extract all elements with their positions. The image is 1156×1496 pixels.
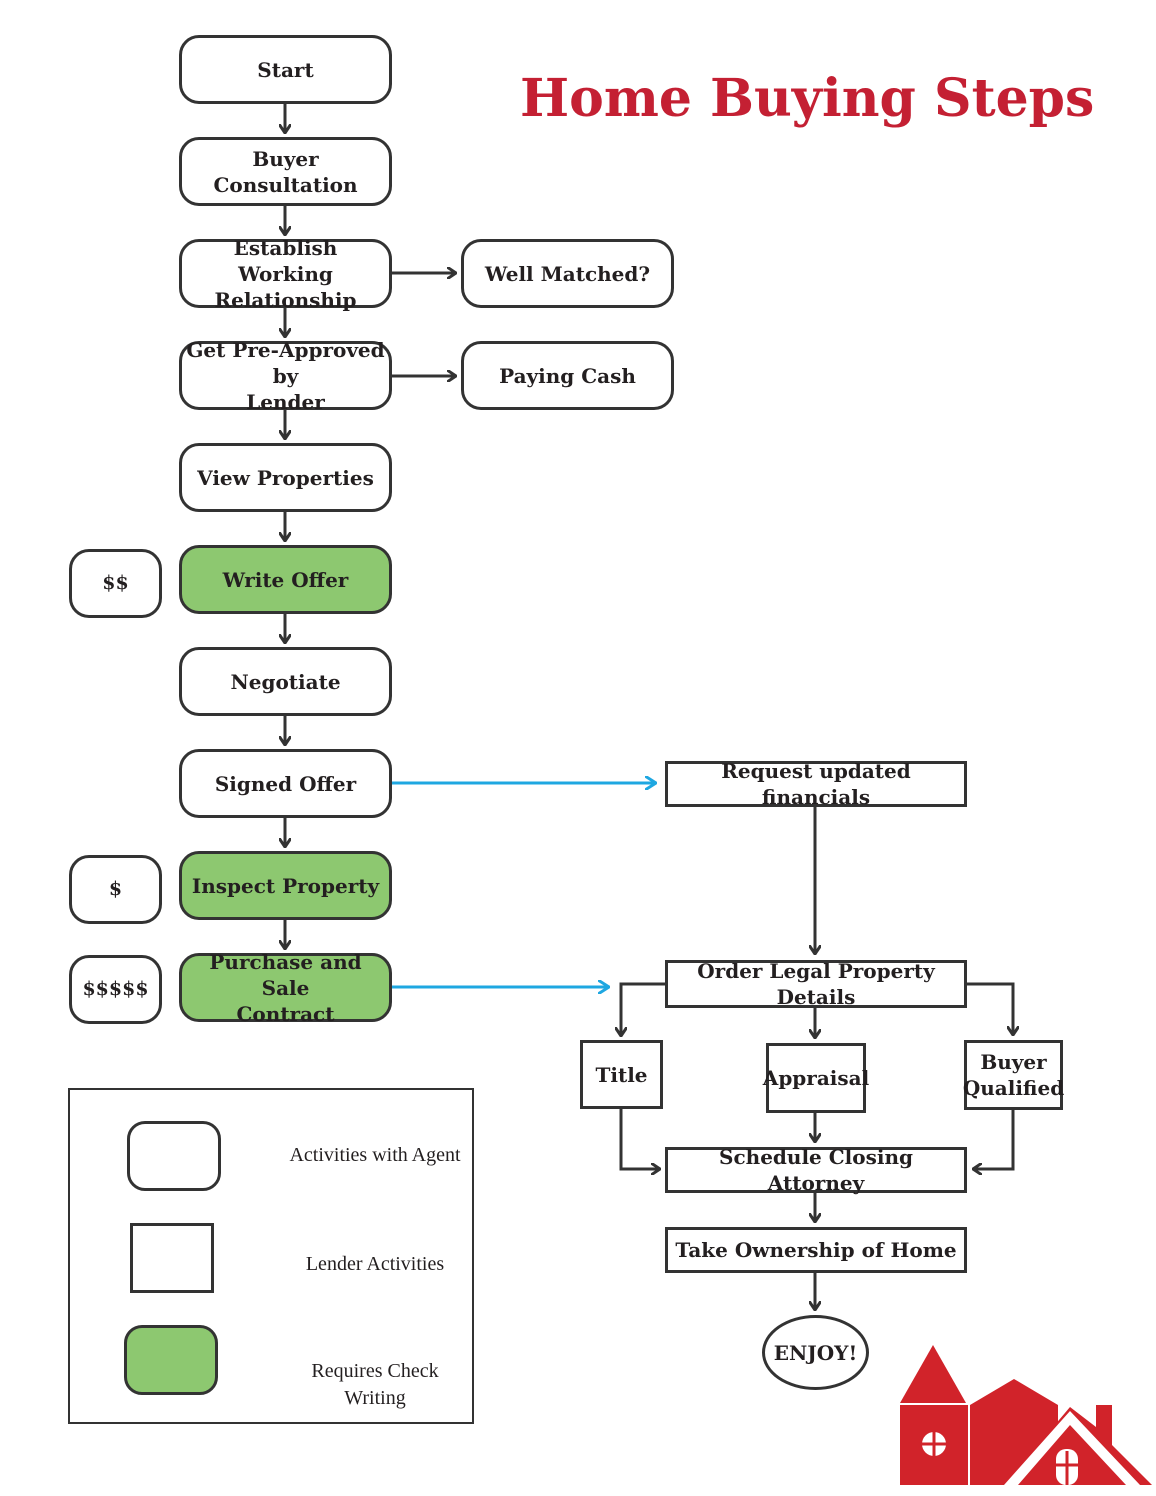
step-view-properties: View Properties: [179, 443, 392, 512]
house-logo-icon: [900, 1345, 1152, 1485]
cost-inspect-property: $: [69, 855, 162, 924]
legend: Activities with Agent Lender Activities …: [68, 1088, 474, 1424]
legend-label-agent: Activities with Agent: [289, 1144, 461, 1166]
step-buyer-consultation: Buyer Consultation: [179, 137, 392, 206]
legend-swatch-check: [124, 1325, 218, 1395]
step-start: Start: [179, 35, 392, 104]
cost-purchase-contract: $$$$$: [69, 955, 162, 1024]
lender-order-legal-details: Order Legal Property Details: [665, 959, 967, 1009]
page-title: Home Buying Steps: [520, 68, 1095, 129]
lender-title: Title: [580, 1040, 663, 1109]
step-signed-offer: Signed Offer: [179, 749, 392, 818]
step-paying-cash: Paying Cash: [461, 341, 674, 410]
step-well-matched: Well Matched?: [461, 239, 674, 308]
legend-swatch-agent: [127, 1121, 221, 1191]
lender-take-ownership: Take Ownership of Home: [665, 1227, 967, 1273]
step-purchase-contract: Purchase and Sale Contract: [179, 950, 392, 1026]
legend-label-check: Requires Check Writing: [311, 1360, 439, 1409]
step-write-offer: Write Offer: [179, 545, 392, 614]
step-negotiate: Negotiate: [179, 647, 392, 716]
step-establish-relationship: Establish Working Relationship: [179, 236, 392, 312]
legend-swatch-lender: [130, 1223, 214, 1293]
lender-request-financials: Request updated financials: [665, 759, 967, 809]
lender-schedule-closing: Schedule Closing Attorney: [665, 1145, 967, 1195]
lender-appraisal: Appraisal: [763, 1043, 869, 1113]
cost-write-offer: $$: [69, 549, 162, 618]
legend-label-lender: Lender Activities: [305, 1253, 445, 1275]
step-inspect-property: Inspect Property: [179, 851, 392, 920]
step-pre-approved: Get Pre-Approved by Lender: [179, 338, 392, 414]
lender-buyer-qualified: Buyer Qualified: [963, 1040, 1064, 1110]
end-enjoy: ENJOY!: [762, 1315, 869, 1390]
